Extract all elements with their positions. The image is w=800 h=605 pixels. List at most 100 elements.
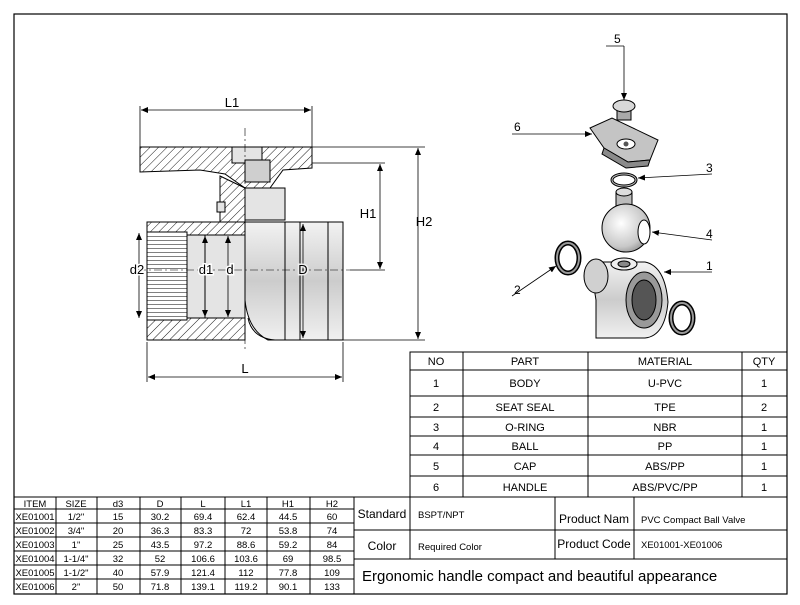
size-row-4-H2: 98.5 bbox=[323, 554, 342, 565]
parts-row-2-no: 2 bbox=[433, 402, 439, 414]
size-row-3-size: 1" bbox=[72, 540, 81, 551]
parts-table: NO PART MATERIAL QTY 1 BODY U-PVC 1 2 SE… bbox=[409, 351, 788, 498]
size-row-3-item: XE01003 bbox=[15, 540, 54, 551]
product-name-value: PVC Compact Ball Valve bbox=[641, 515, 745, 526]
standard-value: BSPT/NPT bbox=[418, 510, 465, 521]
size-row-5-L: 121.4 bbox=[191, 568, 215, 579]
callout-5: 5 bbox=[614, 32, 621, 46]
size-row-3-L: 97.2 bbox=[194, 540, 213, 551]
parts-header-qty: QTY bbox=[753, 356, 776, 368]
valve-section-view bbox=[138, 128, 350, 350]
size-row-5-H2: 109 bbox=[324, 568, 340, 579]
info-block: Standard BSPT/NPT Product Nam PVC Compac… bbox=[353, 496, 788, 595]
dim-label-d2: d2 bbox=[130, 262, 144, 277]
parts-row-3-material: NBR bbox=[653, 422, 676, 434]
parts-row-5-material: ABS/PP bbox=[645, 461, 685, 473]
size-row-1-H1: 44.5 bbox=[279, 512, 298, 523]
dim-label-L1: L1 bbox=[225, 95, 239, 110]
size-row-3-D: 43.5 bbox=[151, 540, 170, 551]
size-row-1-d3: 15 bbox=[113, 512, 124, 523]
dim-label-L: L bbox=[241, 361, 248, 376]
parts-row-1-material: U-PVC bbox=[648, 378, 682, 390]
size-row-6-L: 139.1 bbox=[191, 582, 215, 593]
size-row-5-H1: 77.8 bbox=[279, 568, 298, 579]
size-row-2-item: XE01002 bbox=[15, 526, 54, 537]
size-row-4-size: 1-1/4" bbox=[63, 554, 88, 565]
parts-row-6-part: HANDLE bbox=[503, 482, 548, 494]
parts-header-material: MATERIAL bbox=[638, 356, 692, 368]
parts-row-5-qty: 1 bbox=[761, 461, 767, 473]
size-row-6-size: 2" bbox=[72, 582, 81, 593]
size-row-3-L1: 88.6 bbox=[237, 540, 256, 551]
parts-row-5-no: 5 bbox=[433, 461, 439, 473]
size-row-6-d3: 50 bbox=[113, 582, 124, 593]
size-row-5-L1: 112 bbox=[238, 568, 253, 579]
dim-label-D: D bbox=[298, 262, 307, 277]
size-row-2-H1: 53.8 bbox=[279, 526, 298, 537]
parts-row-2-material: TPE bbox=[654, 402, 675, 414]
parts-row-4-part: BALL bbox=[512, 441, 539, 453]
dim-label-H2: H2 bbox=[416, 214, 433, 229]
size-row-6-L1: 119.2 bbox=[234, 582, 257, 593]
parts-row-2-qty: 2 bbox=[761, 402, 767, 414]
size-row-4-d3: 32 bbox=[113, 554, 124, 565]
size-row-2-d3: 20 bbox=[113, 526, 124, 537]
parts-row-2-part: SEAT SEAL bbox=[496, 402, 555, 414]
parts-header-part: PART bbox=[511, 356, 540, 368]
size-row-3-H1: 59.2 bbox=[279, 540, 298, 551]
callout-1: 1 bbox=[706, 259, 713, 273]
product-slogan: Ergonomic handle compact and beautiful a… bbox=[362, 568, 717, 585]
size-row-6-D: 71.8 bbox=[151, 582, 170, 593]
parts-row-1-qty: 1 bbox=[761, 378, 767, 390]
size-row-4-L: 106.6 bbox=[191, 554, 215, 565]
size-table: ITEM SIZE d3 D L L1 H1 H2 XE01001 1/2" 1… bbox=[13, 496, 355, 595]
parts-row-1-part: BODY bbox=[509, 378, 541, 390]
size-row-3-d3: 25 bbox=[113, 540, 124, 551]
callout-6: 6 bbox=[514, 120, 521, 134]
parts-row-3-no: 3 bbox=[433, 422, 439, 434]
size-row-1-item: XE01001 bbox=[15, 512, 54, 523]
product-code-label: Product Code bbox=[557, 537, 631, 551]
dimension-lines: L1 H1 H2 L d2 d1 d D bbox=[128, 95, 433, 382]
size-row-1-D: 30.2 bbox=[151, 512, 170, 523]
size-row-4-L1: 103.6 bbox=[234, 554, 258, 565]
parts-row-1-no: 1 bbox=[433, 378, 439, 390]
dim-label-d1: d1 bbox=[199, 262, 213, 277]
size-row-6-item: XE01006 bbox=[15, 582, 54, 593]
size-header-D: D bbox=[157, 499, 164, 510]
parts-row-4-material: PP bbox=[658, 441, 673, 453]
size-header-L1: L1 bbox=[241, 499, 252, 510]
size-row-6-H2: 133 bbox=[324, 582, 340, 593]
size-row-6-H1: 90.1 bbox=[279, 582, 298, 593]
size-row-5-d3: 40 bbox=[113, 568, 124, 579]
part-body bbox=[583, 257, 669, 339]
dim-label-d: d bbox=[226, 262, 233, 277]
part-cap bbox=[612, 99, 636, 121]
part-ball bbox=[601, 187, 651, 253]
size-row-4-D: 52 bbox=[155, 554, 166, 565]
size-header-H2: H2 bbox=[326, 499, 338, 510]
dim-label-H1: H1 bbox=[360, 206, 377, 221]
parts-row-4-no: 4 bbox=[433, 441, 439, 453]
size-row-2-D: 36.3 bbox=[151, 526, 170, 537]
size-row-1-size: 1/2" bbox=[68, 512, 85, 523]
callout-3: 3 bbox=[706, 161, 713, 175]
part-seat-seal-right bbox=[668, 300, 696, 336]
standard-label: Standard bbox=[358, 507, 407, 521]
size-row-5-size: 1-1/2" bbox=[63, 568, 88, 579]
size-row-2-L: 83.3 bbox=[194, 526, 213, 537]
exploded-view: 5 6 3 4 1 2 bbox=[511, 32, 713, 339]
callout-4: 4 bbox=[706, 227, 713, 241]
size-header-item: ITEM bbox=[24, 499, 47, 510]
size-header-L: L bbox=[200, 499, 205, 510]
size-row-2-H2: 74 bbox=[327, 526, 338, 537]
size-row-1-H2: 60 bbox=[327, 512, 338, 523]
size-row-2-size: 3/4" bbox=[68, 526, 85, 537]
size-row-4-H1: 69 bbox=[283, 554, 294, 565]
parts-header-no: NO bbox=[428, 356, 445, 368]
part-o-ring bbox=[610, 172, 638, 188]
size-row-5-D: 57.9 bbox=[151, 568, 170, 579]
parts-row-6-qty: 1 bbox=[761, 482, 767, 494]
parts-row-5-part: CAP bbox=[514, 461, 537, 473]
